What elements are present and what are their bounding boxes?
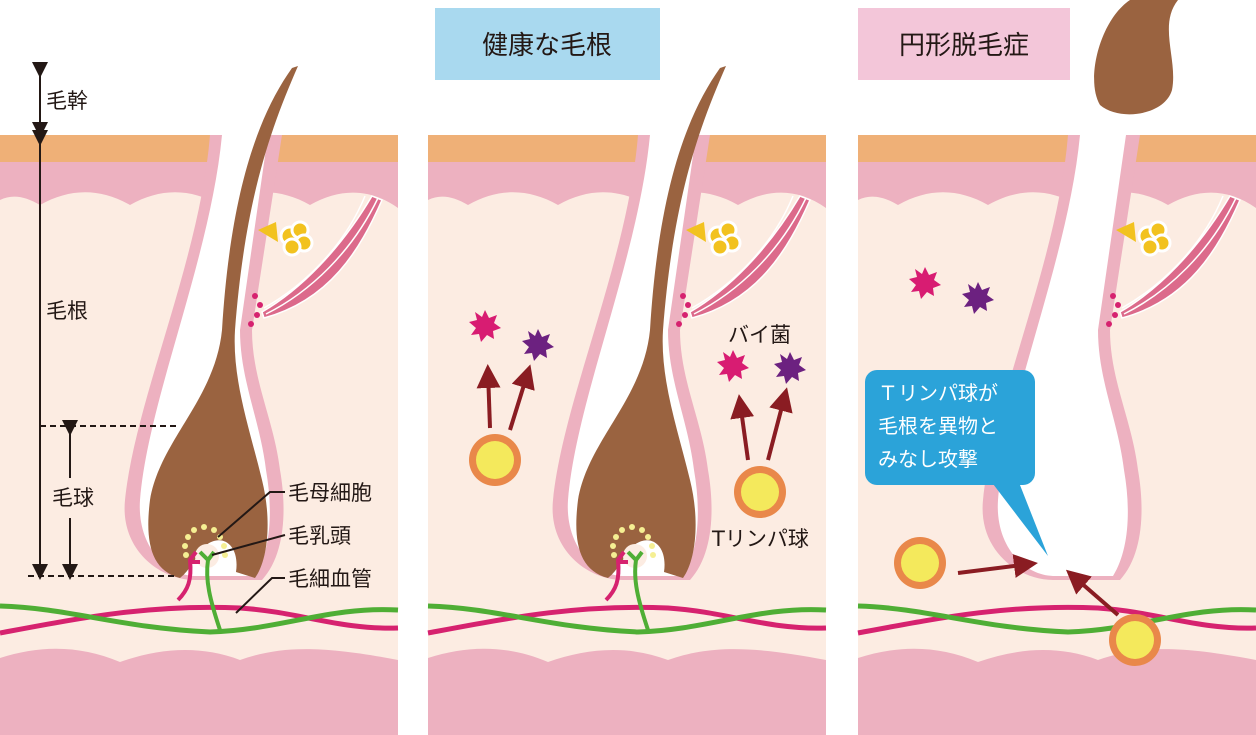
- callout-line-3: みなし攻撃: [878, 447, 978, 471]
- t-cell-icon: [894, 537, 946, 589]
- title-box-healthy: [435, 8, 660, 80]
- panel-healthy-anatomy: 毛幹 毛根 毛球 毛母細胞 毛乳頭 毛細血管: [0, 62, 398, 735]
- immune-arrows: [476, 364, 793, 461]
- callout-line-1: Ｔリンパ球が: [878, 381, 998, 405]
- callout-bubble: Ｔリンパ球が 毛根を異物と みなし攻撃: [865, 370, 1048, 556]
- title-box-alopecia: [858, 8, 1070, 80]
- callout-line-2: 毛根を異物と: [878, 414, 998, 438]
- t-cell-icon: [469, 434, 521, 486]
- label-t-cell: Tリンパ球: [711, 527, 809, 551]
- panel-alopecia-areata: [858, 110, 1256, 735]
- label-matrix-cells: 毛母細胞: [288, 481, 372, 505]
- title-alopecia-areata: 円形脱毛症: [899, 31, 1029, 61]
- title-healthy-root: 健康な毛根: [482, 31, 612, 61]
- label-capillaries: 毛細血管: [288, 567, 372, 591]
- label-germs: バイ菌: [728, 323, 791, 347]
- label-hair-root: 毛根: [46, 299, 88, 323]
- label-dermal-papilla: 毛乳頭: [288, 524, 351, 548]
- attack-arrows: [957, 554, 1120, 617]
- label-hair-bulb: 毛球: [52, 486, 94, 510]
- t-cell-icon: [1109, 614, 1161, 666]
- label-hair-shaft: 毛幹: [46, 89, 88, 113]
- t-cell-icon: [734, 466, 786, 518]
- fallen-hair: [1094, 0, 1178, 115]
